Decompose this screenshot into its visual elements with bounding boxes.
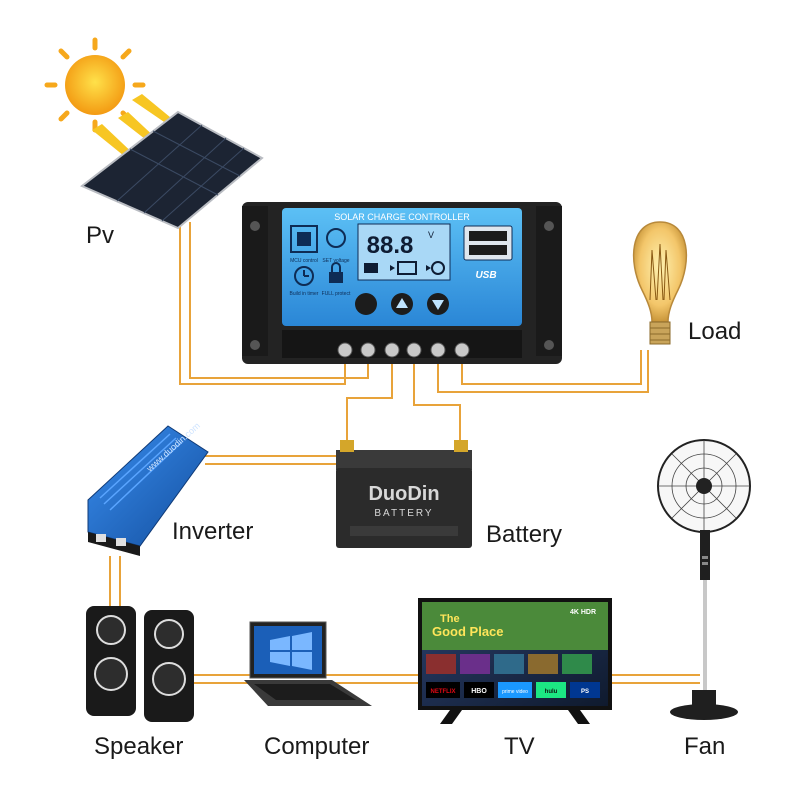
tv-app-netflix: NETFLIX [431, 689, 456, 695]
lcd-reading: 88.8 [367, 232, 414, 259]
tv-app-prime: prime video [502, 689, 528, 695]
pv-wire-b [189, 222, 369, 379]
label-fan: Fan [684, 733, 726, 760]
battery-terminal-positive [454, 440, 468, 452]
label-tv: TV [504, 733, 535, 760]
lcd-unit: V [428, 230, 434, 240]
fan [657, 439, 751, 720]
battery: DuoDin BATTERY [336, 440, 472, 548]
load-wire-b [461, 350, 642, 385]
timer-label: Build in timer [290, 291, 319, 297]
tv-badge: 4K HDR [570, 609, 596, 616]
gear-icon [326, 228, 346, 248]
label-battery: Battery [486, 521, 563, 548]
clock-icon [294, 266, 314, 286]
terminal-pv-negative [337, 342, 353, 358]
speakers [86, 606, 194, 722]
solar-panel [80, 110, 264, 230]
tv-tiles [426, 654, 592, 674]
menu-button[interactable] [355, 293, 377, 315]
lock-icon [329, 272, 343, 283]
label-inverter: Inverter [172, 518, 254, 545]
charge-controller: SOLAR CHARGE CONTROLLER MCU control SET … [242, 202, 562, 364]
mcu-icon [290, 225, 318, 253]
battery-terminal-negative [340, 440, 354, 452]
pv-wire-a [179, 222, 346, 385]
battery-wire-a [346, 352, 393, 446]
tv-app-hulu: hulu [545, 689, 558, 695]
terminal-pv-positive [360, 342, 376, 358]
battery-brand-name: DuoDin [368, 483, 439, 505]
lcd-bulb-icon [431, 261, 445, 275]
controller-title: SOLAR CHARGE CONTROLLER [334, 212, 470, 222]
terminal-battery-positive [406, 342, 422, 358]
tv-headline-1: The [440, 613, 460, 625]
light-bulb [632, 221, 688, 345]
battery-brand-sub: BATTERY [374, 508, 433, 519]
lcd-battery-icon [397, 261, 417, 275]
laptop [244, 621, 372, 706]
label-computer: Computer [264, 733, 370, 760]
usb-label: USB [475, 270, 496, 281]
terminal-load-positive [454, 342, 470, 358]
set-voltage-label: SET voltage [322, 258, 349, 264]
tv-headline-2: Good Place [432, 624, 504, 639]
terminal-load-negative [430, 342, 446, 358]
lcd-panel-icon [364, 263, 378, 273]
battery-wire-b [413, 352, 461, 446]
tv-app-ps: PS [581, 689, 589, 695]
load-wire-a [437, 350, 649, 393]
mcu-label: MCU control [290, 258, 318, 264]
tv: The Good Place 4K HDR NETFLIX HBO prime … [418, 598, 612, 724]
protect-label: FULL protect [322, 291, 351, 297]
label-speaker: Speaker [94, 733, 184, 760]
label-pv: Pv [86, 222, 115, 249]
tv-app-hbo: HBO [471, 688, 487, 695]
label-load: Load [688, 318, 742, 345]
terminal-battery-negative [384, 342, 400, 358]
